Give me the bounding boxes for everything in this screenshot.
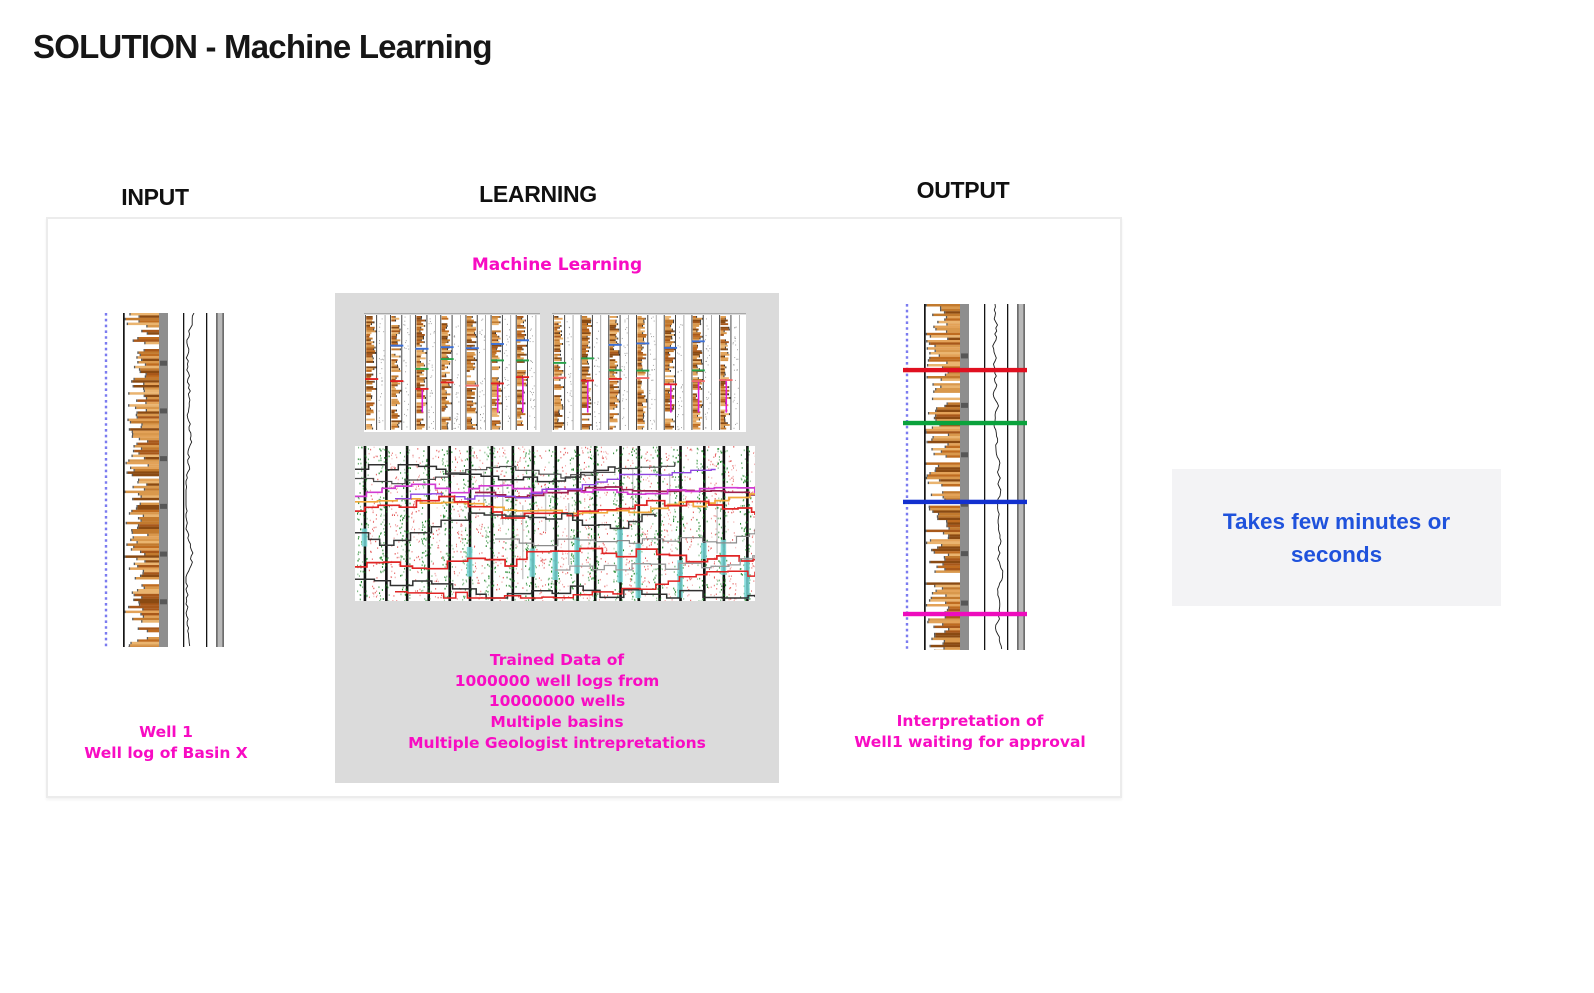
correlation-section-image bbox=[355, 446, 755, 601]
duration-note-box: Takes few minutes or seconds bbox=[1172, 469, 1501, 606]
output-well-caption: Interpretation of Well1 waiting for appr… bbox=[840, 711, 1100, 752]
horizon-blue bbox=[903, 499, 1027, 505]
duration-note-line: Takes few minutes or bbox=[1222, 508, 1451, 534]
column-header-output: OUTPUT bbox=[916, 177, 1010, 203]
caption-line: Multiple basins bbox=[490, 713, 624, 732]
caption-line: Interpretation of bbox=[896, 712, 1044, 730]
column-header-input: INPUT bbox=[121, 184, 189, 210]
input-well-caption: Well 1 Well log of Basin X bbox=[36, 722, 296, 763]
caption-line: Multiple Geologist intrepretations bbox=[408, 733, 706, 752]
caption-line: 10000000 wells bbox=[488, 692, 626, 711]
horizon-magenta bbox=[903, 611, 1027, 617]
trained-data-caption: Trained Data of 1000000 well logs from 1… bbox=[335, 650, 779, 754]
caption-line: Well 1 bbox=[139, 723, 193, 741]
caption-line: Trained Data of bbox=[489, 651, 625, 669]
horizon-red bbox=[903, 367, 1027, 373]
training-logs-image-left bbox=[364, 313, 540, 432]
column-header-learning: LEARNING bbox=[479, 181, 597, 207]
output-well-log-image bbox=[903, 304, 1027, 650]
caption-line: Well log of Basin X bbox=[84, 743, 248, 762]
learning-heading: Machine Learning bbox=[471, 255, 643, 275]
duration-note-line: seconds bbox=[1290, 541, 1383, 567]
page-title: SOLUTION - Machine Learning bbox=[33, 28, 493, 65]
input-well-log-image bbox=[104, 313, 224, 647]
caption-line: Well1 waiting for approval bbox=[854, 732, 1086, 751]
caption-line: 1000000 well logs from bbox=[454, 671, 660, 690]
horizon-green bbox=[903, 420, 1027, 426]
training-logs-image-right bbox=[552, 313, 746, 432]
